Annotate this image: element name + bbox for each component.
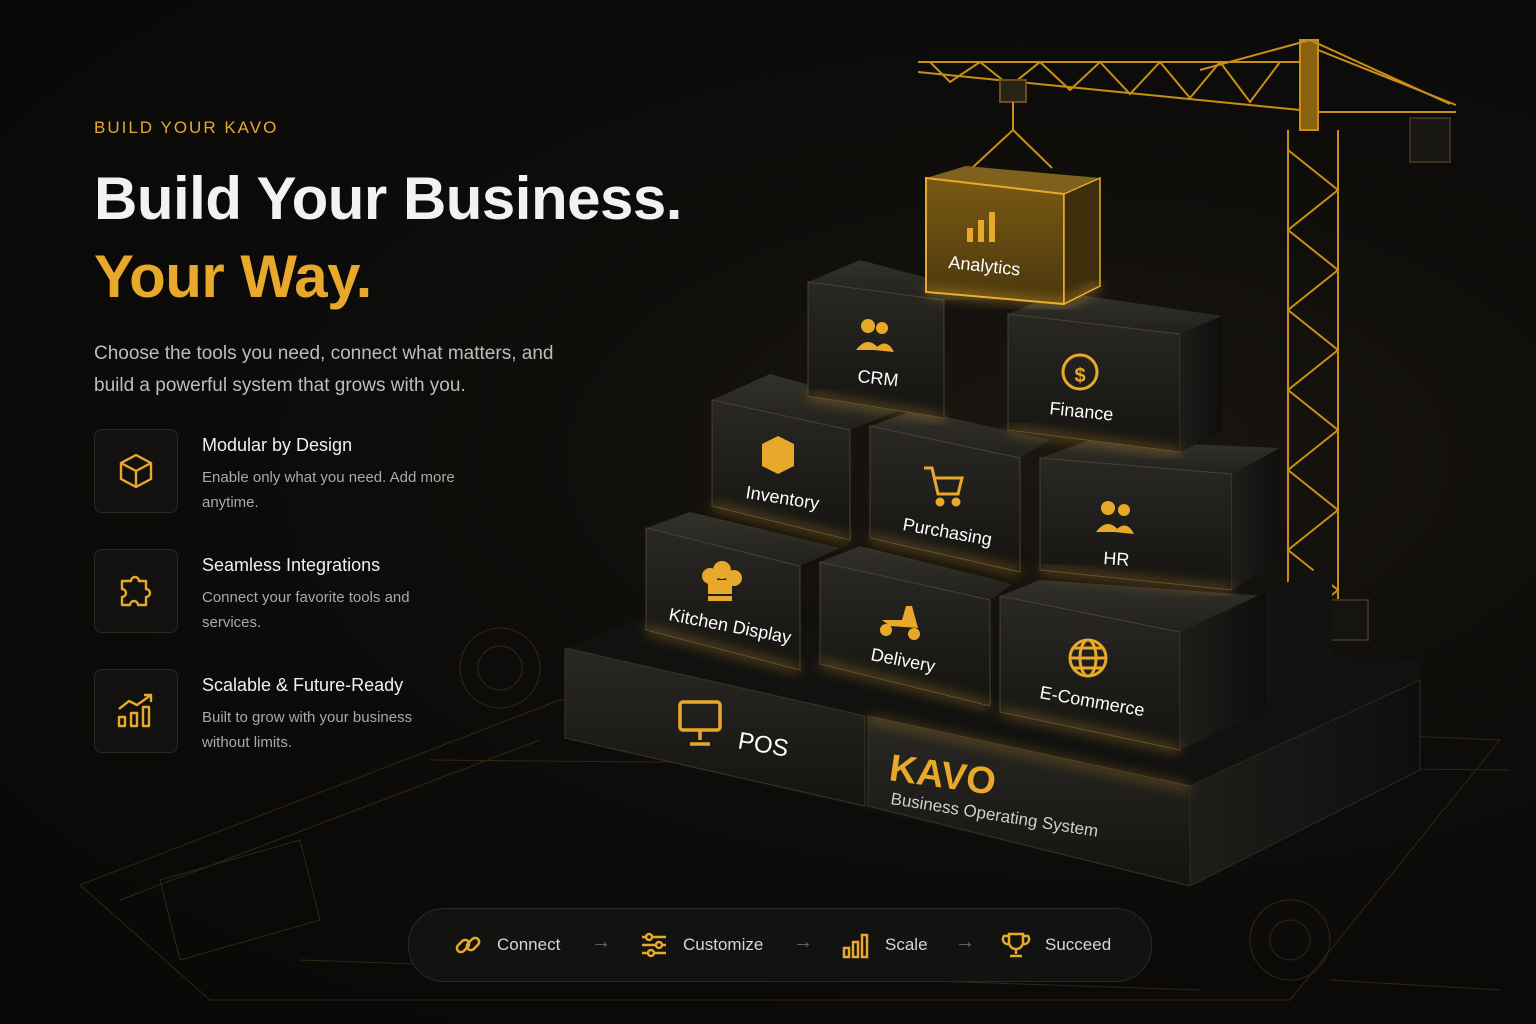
feature-title: Scalable & Future-Ready	[202, 675, 404, 695]
dollar-icon: $	[1074, 365, 1085, 387]
users-icon	[1096, 501, 1134, 534]
arrow-icon: →	[591, 931, 611, 953]
feature-integrations: Seamless Integrations Connect your favor…	[94, 549, 614, 633]
hero-title-line1: Build Your Business.	[94, 165, 682, 232]
dollar-icon	[1061, 353, 1099, 391]
hero-lead: Choose the tools you need, connect what …	[94, 343, 554, 396]
bar-chart-icon	[967, 212, 995, 242]
puzzle-icon	[94, 549, 178, 633]
step-label: Succeed	[1045, 935, 1112, 954]
users-icon	[856, 319, 894, 352]
feature-title: Seamless Integrations	[202, 555, 381, 575]
feature-desc: Enable only what you need. Add more anyt…	[202, 469, 455, 511]
step-label: Customize	[683, 935, 764, 954]
feature-scalable: Scalable & Future-Ready Built to grow wi…	[94, 669, 614, 753]
cart-icon	[924, 466, 964, 507]
block-analytics	[925, 166, 1101, 306]
block-ecommerce	[999, 562, 1332, 752]
arrow-icon: →	[955, 931, 975, 953]
monitor-icon	[678, 700, 722, 746]
block-finance	[1007, 292, 1222, 454]
cube-icon	[94, 429, 178, 513]
globe-icon	[1068, 638, 1108, 678]
block-purchasing	[869, 410, 1050, 574]
feature-title: Modular by Design	[202, 435, 353, 455]
step-connect: Connect	[453, 909, 560, 981]
step-customize: Customize	[639, 909, 763, 981]
feature-modular: Modular by Design Enable only what you n…	[94, 429, 614, 513]
module-label-crm: CRM	[857, 366, 900, 390]
bar-chart-icon	[842, 933, 869, 959]
feature-desc: Built to grow with your business without…	[202, 709, 413, 751]
hero-title-line2: Your Way.	[94, 243, 372, 310]
process-bar: Connect → Customize → Scale → Succeed	[408, 908, 1152, 982]
feature-desc: Connect your favorite tools and services…	[202, 589, 410, 631]
link-icon	[455, 936, 481, 954]
block-delivery	[819, 546, 1012, 708]
sliders-icon	[642, 932, 666, 958]
module-label-hr: HR	[1103, 548, 1130, 570]
trophy-icon	[1001, 932, 1031, 958]
step-label: Connect	[497, 935, 561, 954]
step-label: Scale	[885, 935, 928, 954]
chef-hat-icon	[702, 561, 742, 601]
box-icon	[762, 436, 794, 474]
arrow-icon: →	[793, 931, 813, 953]
block-hr	[1039, 440, 1280, 592]
eyebrow-label: BUILD YOUR KAVO	[94, 118, 279, 137]
step-succeed: Succeed	[1001, 909, 1111, 981]
step-scale: Scale	[841, 909, 928, 981]
growth-chart-icon	[94, 669, 178, 753]
scooter-icon	[880, 606, 920, 640]
